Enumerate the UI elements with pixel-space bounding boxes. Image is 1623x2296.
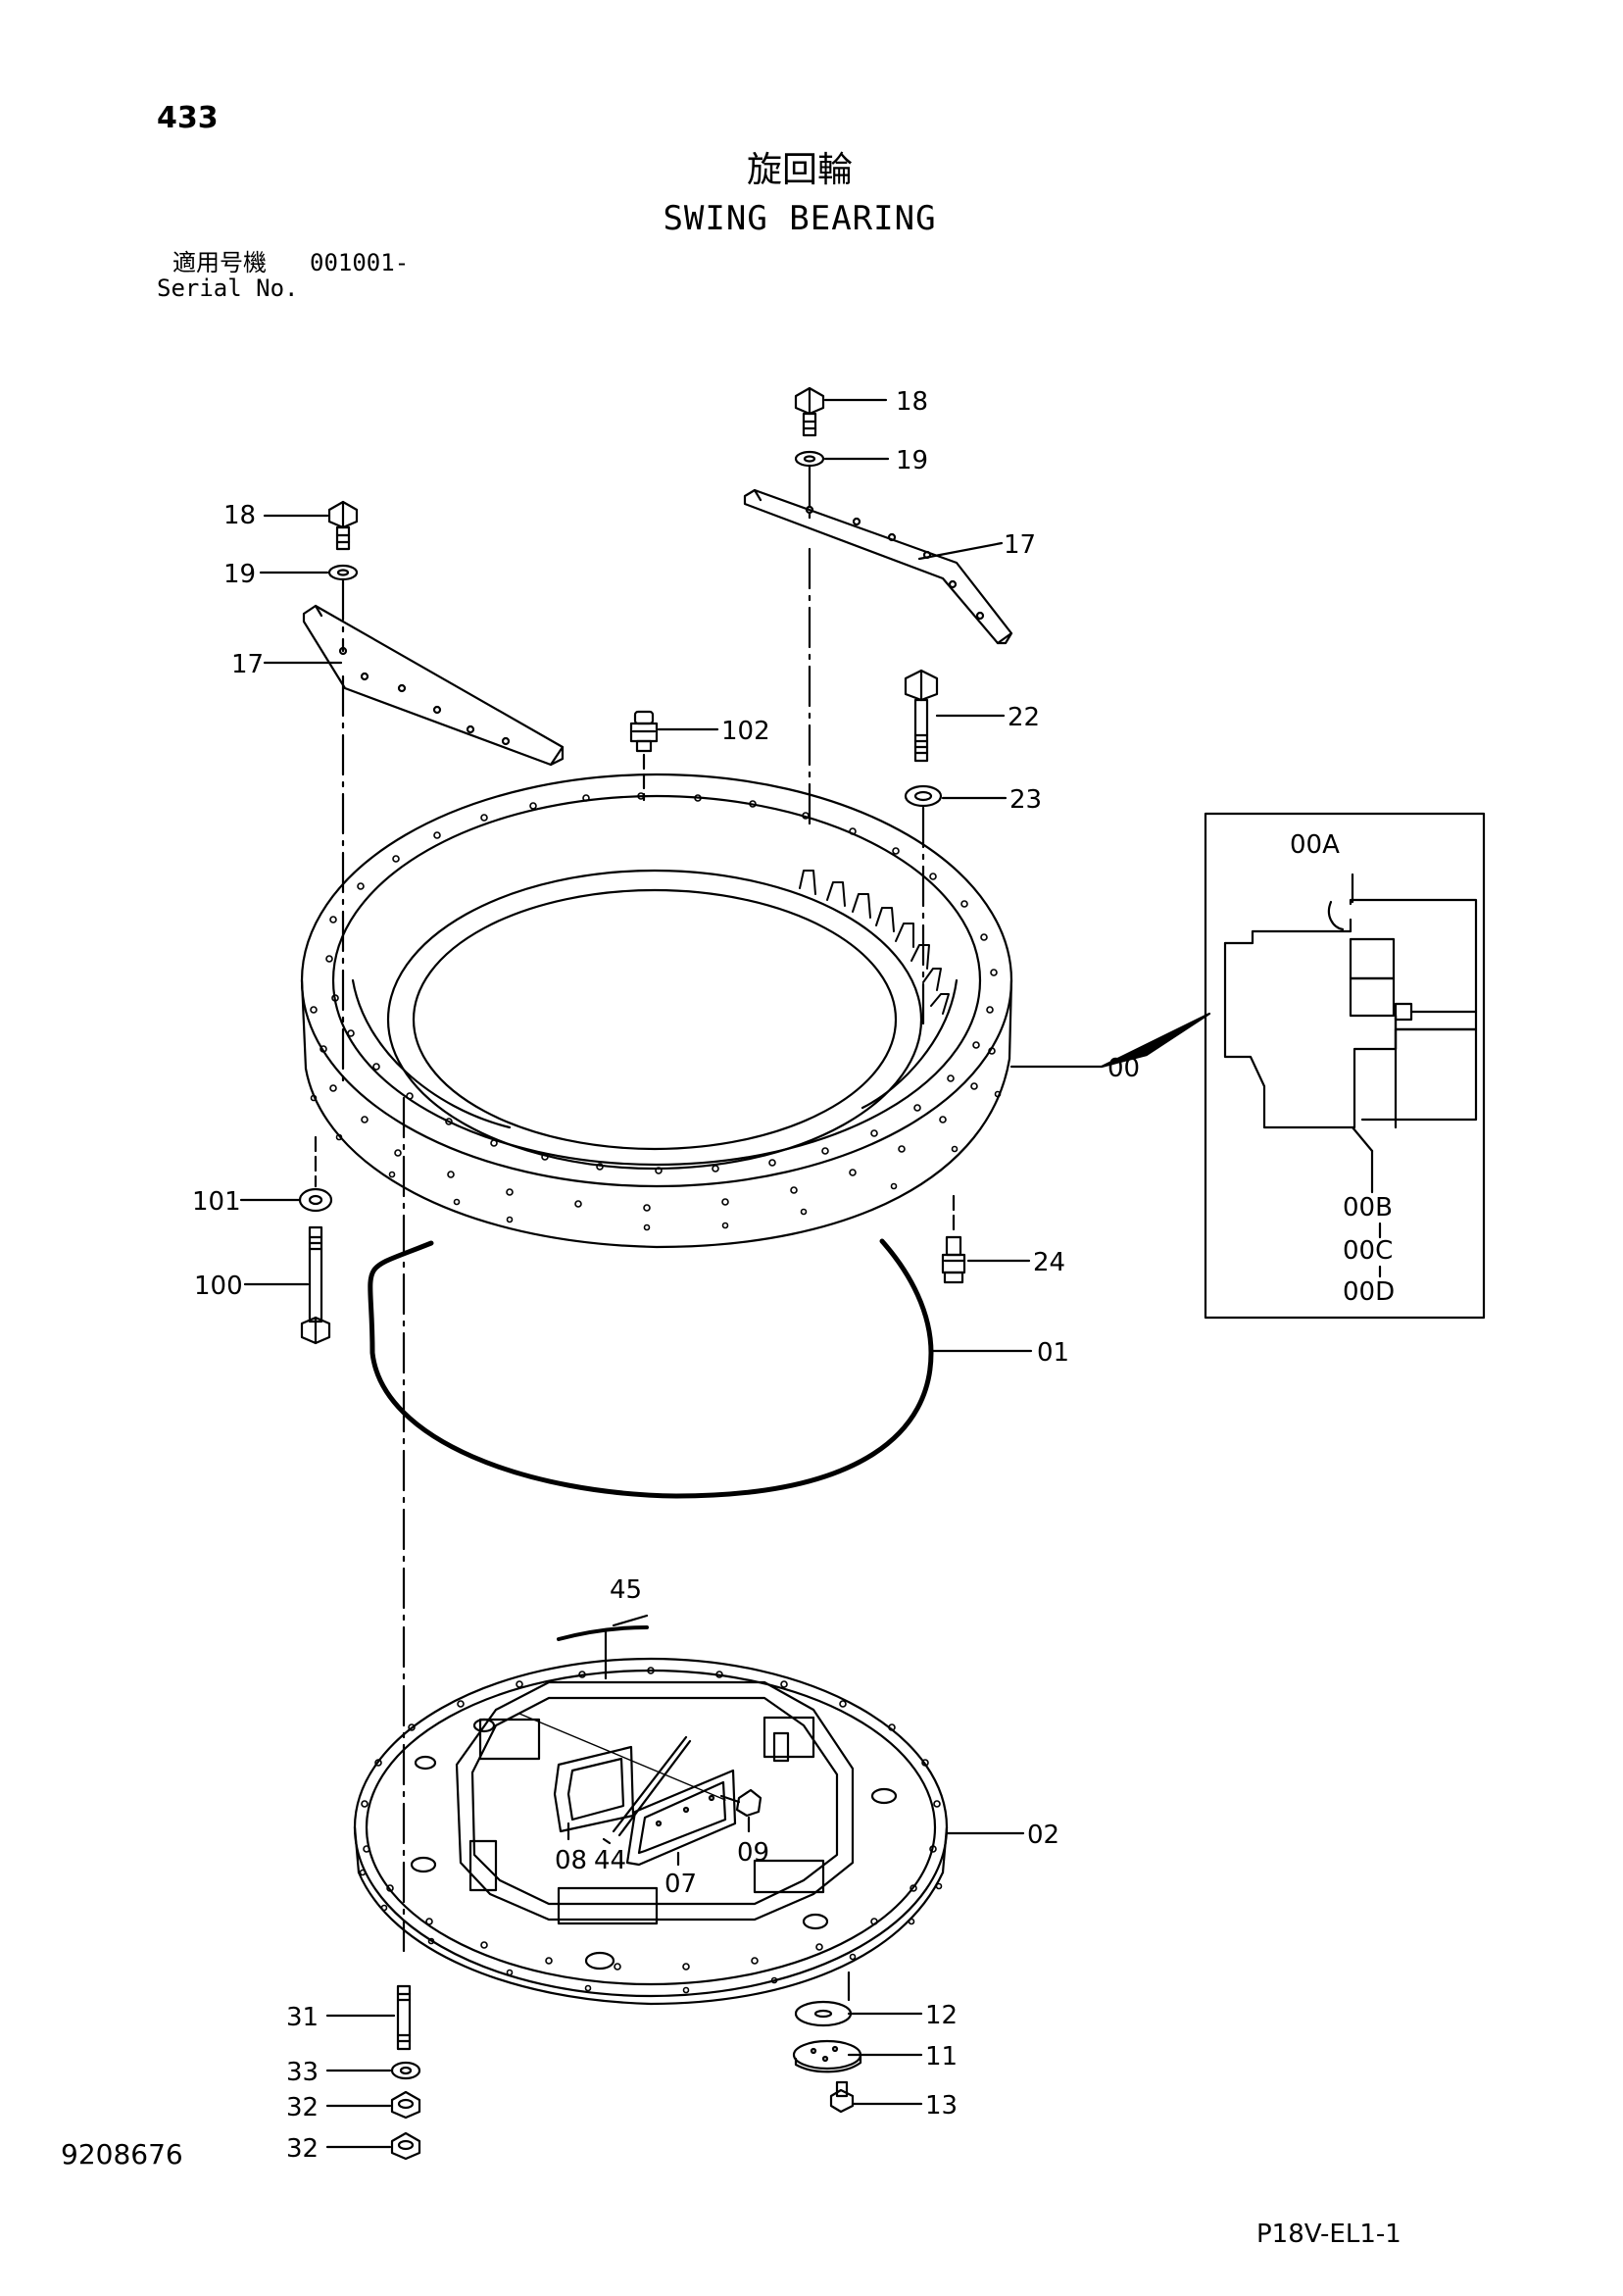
serial-label-japanese: 適用号機 — [172, 249, 267, 276]
stud-31 — [396, 1984, 412, 2051]
seal-strip-45 — [557, 1625, 649, 1641]
callout-12: 12 — [925, 2001, 958, 2030]
callout-45: 45 — [610, 1575, 642, 1605]
plug-24 — [941, 1235, 966, 1284]
washer-19-right — [794, 450, 825, 468]
gasket-08 — [553, 1745, 635, 1833]
callout-00B: 00B — [1343, 1193, 1393, 1223]
callout-18-left: 18 — [223, 501, 256, 530]
bolt-100 — [300, 1225, 331, 1345]
callout-13: 13 — [925, 2091, 958, 2121]
callout-19-left: 19 — [223, 560, 256, 589]
sheet-code: P18V-EL1-1 — [1256, 2220, 1402, 2249]
seal-ring-01 — [368, 1238, 934, 1499]
callout-18-right: 18 — [896, 387, 928, 417]
bolt-18-left — [327, 500, 359, 551]
callout-22: 22 — [1008, 703, 1040, 732]
callout-11: 11 — [925, 2042, 958, 2071]
document-number: 9208676 — [61, 2138, 183, 2171]
callout-01: 01 — [1037, 1338, 1069, 1368]
washer-19-left — [327, 564, 359, 581]
shim-plate-12 — [794, 2000, 853, 2027]
nut-32-lower — [390, 2131, 421, 2161]
mounting-plate-17-right — [743, 488, 1013, 645]
grease-fitting-102 — [629, 710, 659, 753]
callout-00D: 00D — [1343, 1277, 1395, 1307]
cover-11 — [792, 2039, 862, 2073]
callout-100: 100 — [194, 1272, 243, 1301]
cover-plate-07 — [625, 1769, 737, 1867]
washer-33 — [390, 2061, 421, 2080]
callout-23: 23 — [1009, 785, 1042, 815]
callout-44: 44 — [594, 1846, 626, 1875]
callout-17-left: 17 — [231, 650, 264, 679]
detail-inset-box — [1204, 812, 1486, 1320]
callout-17-right: 17 — [1004, 530, 1036, 560]
callout-31: 31 — [286, 2003, 319, 2032]
callout-102: 102 — [721, 717, 770, 746]
callout-00C: 00C — [1343, 1236, 1393, 1266]
gasket-strip-44 — [612, 1735, 692, 1837]
bolt-18-right — [794, 386, 825, 437]
callout-00: 00 — [1107, 1054, 1140, 1083]
mounting-plate-17-left — [302, 604, 565, 767]
serial-value: 001001- — [310, 249, 410, 276]
bolt-13 — [829, 2080, 855, 2114]
nut-32-upper — [390, 2090, 421, 2120]
callout-08: 08 — [555, 1846, 587, 1875]
callout-02: 02 — [1027, 1821, 1059, 1850]
page-number: 433 — [157, 101, 219, 135]
callout-32-lower: 32 — [286, 2134, 319, 2164]
title-english: SWING BEARING — [663, 199, 937, 238]
callout-07: 07 — [664, 1870, 697, 1899]
swing-bearing-ring — [300, 773, 1013, 1249]
title-japanese: 旋回輪 — [746, 150, 853, 190]
ring-gear-02 — [353, 1657, 949, 2006]
washer-23 — [904, 784, 943, 808]
callout-33: 33 — [286, 2058, 319, 2087]
callout-32-upper: 32 — [286, 2093, 319, 2122]
bolt-22 — [904, 669, 939, 763]
callout-09: 09 — [737, 1838, 769, 1868]
bolt-09 — [719, 1788, 762, 1818]
callout-19-right: 19 — [896, 446, 928, 475]
washer-101 — [298, 1187, 333, 1213]
callout-24: 24 — [1033, 1248, 1065, 1277]
callout-00A: 00A — [1290, 830, 1340, 860]
serial-label-english: Serial No. — [157, 275, 299, 302]
callout-101: 101 — [192, 1187, 241, 1217]
